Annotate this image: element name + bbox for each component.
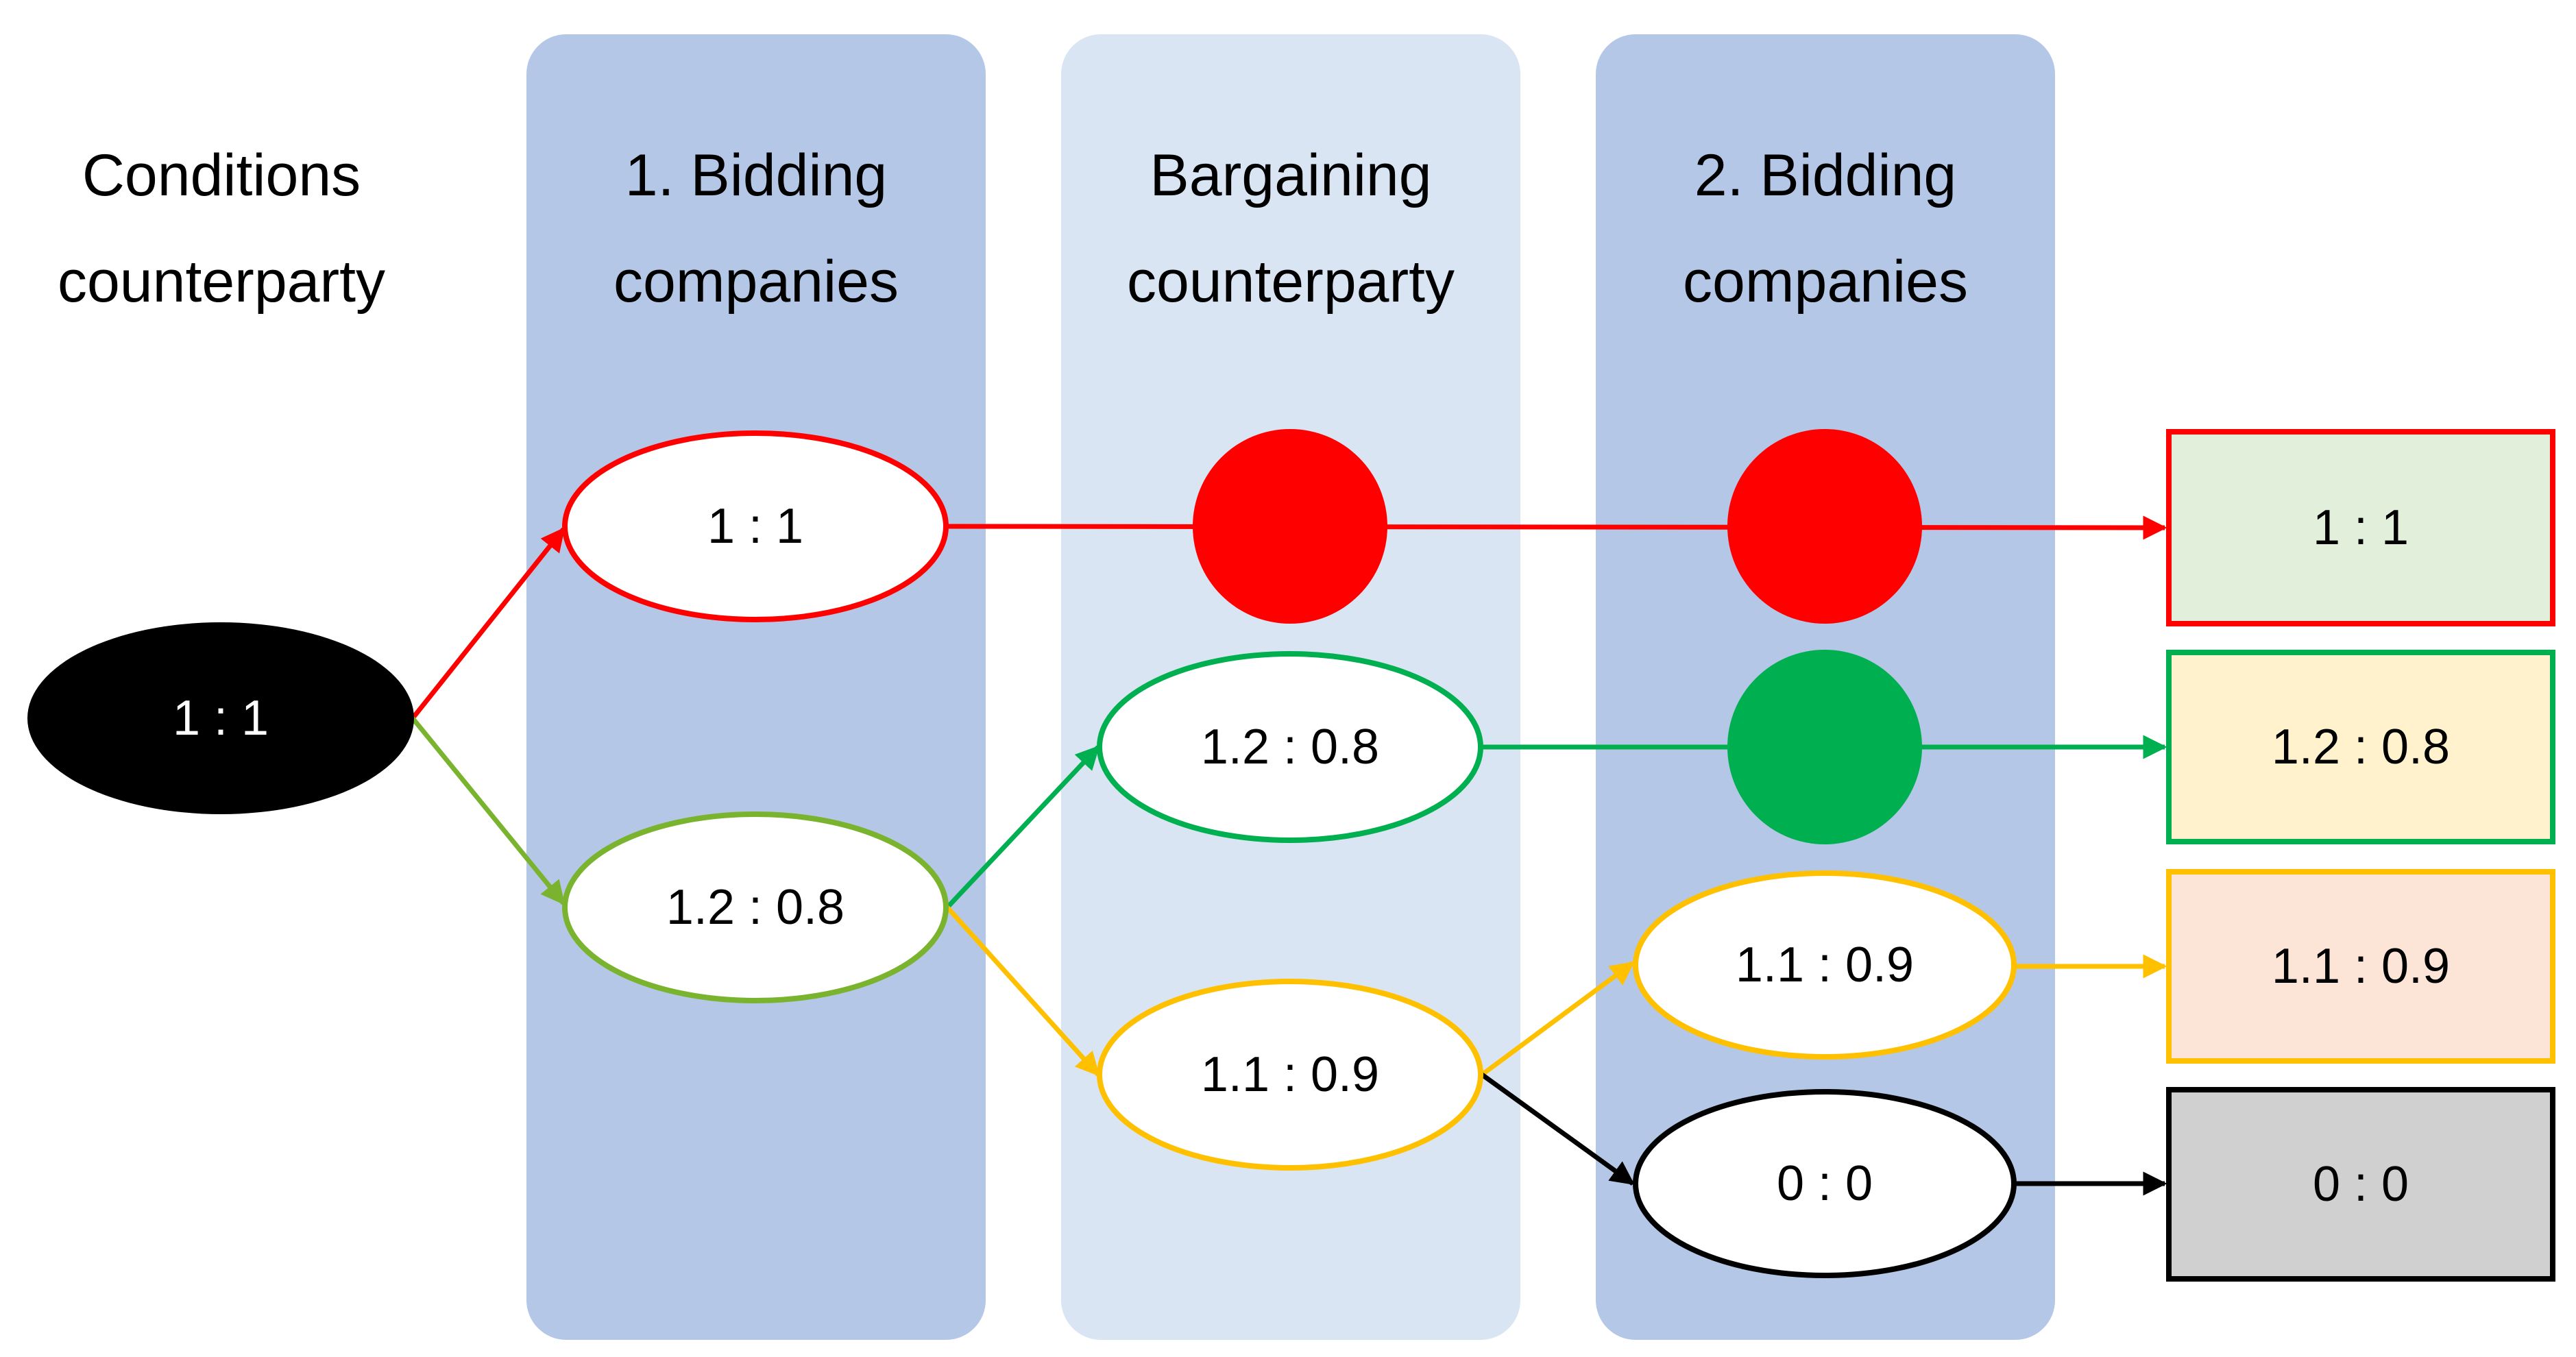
arrow-start-to-b1-top [411,527,566,720]
b2-yellow-node [1633,870,2017,1060]
bg-low-label: 1.1 : 0.9 [1201,1047,1379,1102]
arrow-b1-bottom-to-bg-mid [945,745,1100,909]
arrow-b1-bottom-to-bg-low [945,905,1100,1077]
outcome-green-label: 1.2 : 0.8 [2272,720,2450,774]
header-bargaining-line2: counterparty [1127,249,1455,315]
outcome-red-label: 1 : 1 [2313,500,2409,555]
outcome-black-box [2166,1087,2555,1282]
outcome-yellow-label: 1.1 : 0.9 [2272,939,2450,994]
b1-bottom-label: 1.2 : 0.8 [666,880,845,935]
header-bidding1-line1: 1. Bidding [625,143,888,208]
outcome-red-box [2166,429,2555,626]
header-conditions-line1: Conditions [82,143,361,208]
header-bidding2-line1: 2. Bidding [1694,143,1957,208]
outcome-green-box [2166,650,2555,844]
b2-yellow-label: 1.1 : 0.9 [1736,938,1914,992]
arrow-start-to-b1-bottom [411,716,566,905]
b2-black-label: 0 : 0 [1777,1156,1873,1211]
b2-green-dot [1727,650,1922,844]
bg-low-node [1097,979,1483,1171]
outcome-yellow-box [2166,869,2555,1064]
column-bidding1-bg [526,34,986,1340]
outcome-black-label: 0 : 0 [2313,1157,2409,1212]
header-bargaining-line1: Bargaining [1150,143,1431,208]
arrow-bg-low-to-b2-yellow [1480,961,1635,1077]
b2-red-dot [1727,429,1922,624]
header-bidding2-line2: companies [1683,249,1968,315]
header-bidding1-line2: companies [613,249,899,315]
arrow-bg-low-to-b2-black [1480,1073,1635,1186]
b1-bottom-node [562,811,949,1003]
b2-black-node [1633,1089,2017,1278]
start-node-label: 1 : 1 [173,691,269,746]
bg-mid-node [1097,651,1483,843]
b1-top-label: 1 : 1 [707,499,803,554]
header-conditions-line2: counterparty [58,249,385,315]
line-red-path [947,515,2167,540]
bg-mid-label: 1.2 : 0.8 [1201,720,1379,774]
bg-red-dot [1193,429,1387,624]
b1-top-node [562,430,949,622]
start-node [27,622,414,814]
